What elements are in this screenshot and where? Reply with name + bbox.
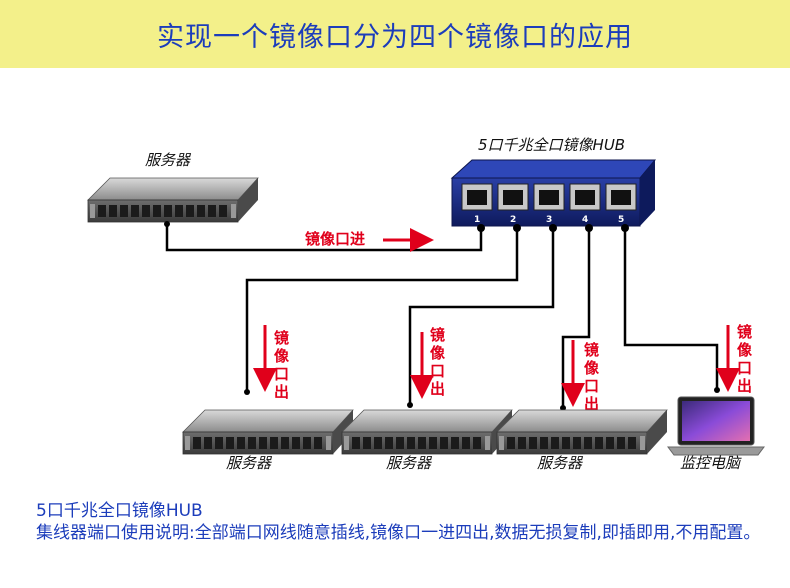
hub-port-number: 1	[474, 215, 480, 225]
target-server-3	[496, 409, 668, 455]
mirror-out-group-2: 镜 像 口 出	[410, 326, 446, 399]
mirror-out-char: 口	[274, 365, 289, 383]
hub-port-1[interactable]: 1	[461, 183, 493, 225]
mirror-out-char: 镜	[737, 323, 752, 341]
mirror-out-char: 出	[430, 380, 445, 398]
cable-out-2	[408, 226, 555, 403]
mirror-out-char: 像	[584, 359, 600, 377]
mirror-out-char: 像	[737, 341, 753, 359]
hub-port-4[interactable]: 4	[569, 183, 601, 225]
target-server-1	[182, 409, 354, 455]
mirror-out-group-3: 镜 像 口 出	[561, 340, 600, 413]
mirror-in-label: 镜像口进	[305, 230, 365, 248]
mirror-out-char: 镜	[274, 329, 289, 347]
page-title: 实现一个镜像口分为四个镜像口的应用	[157, 21, 633, 53]
hub-port-number: 2	[510, 215, 516, 225]
mirror-out-char: 出	[274, 383, 289, 401]
footer-notes: 5口千兆全口镜像HUB 集线器端口使用说明: 全部端口网线随意插线,镜像口一进四…	[36, 500, 776, 544]
hub-port-5[interactable]: 5	[605, 183, 637, 225]
mirror-out-char: 镜	[430, 326, 445, 344]
target-label-1: 服务器	[226, 454, 273, 472]
hub-port-2[interactable]: 2	[497, 183, 529, 225]
mirror-out-char: 口	[737, 359, 752, 377]
target-label-3: 服务器	[537, 454, 584, 472]
target-server-2	[341, 409, 513, 455]
mirror-hub: 1 2 3 4 5	[450, 159, 657, 227]
hub-port-3[interactable]: 3	[533, 183, 565, 225]
title-banner: 实现一个镜像口分为四个镜像口的应用	[0, 0, 790, 68]
mirror-out-char: 镜	[584, 341, 599, 359]
mirror-out-char: 像	[430, 344, 446, 362]
hub-label: 5口千兆全口镜像HUB	[478, 136, 625, 154]
hub-port-number: 5	[618, 215, 624, 225]
source-server	[87, 177, 259, 223]
mirror-out-char: 口	[430, 362, 445, 380]
mirror-out-group-4: 镜 像 口 出	[716, 323, 753, 395]
source-server-label: 服务器	[145, 151, 192, 169]
mirror-out-char: 出	[584, 395, 599, 413]
hub-port-number: 3	[546, 215, 552, 225]
mirror-out-char: 口	[584, 377, 599, 395]
cable-out-4	[623, 226, 719, 388]
mirror-out-group-1: 镜 像 口 出	[253, 325, 290, 401]
target-label-4: 监控电脑	[680, 454, 742, 472]
footer-usage-text: 全部端口网线随意插线,镜像口一进四出,数据无损复制,即插即用,不用配置。	[194, 523, 761, 543]
mirror-out-char: 出	[737, 377, 752, 395]
mirror-out-char: 像	[274, 347, 290, 365]
footer-product: 5口千兆全口镜像HUB	[36, 501, 203, 521]
hub-port-number: 4	[582, 215, 588, 225]
footer-usage: 集线器端口使用说明: 全部端口网线随意插线,镜像口一进四出,数据无损复制,即插即…	[36, 522, 776, 544]
cable-out-3	[561, 226, 591, 406]
target-label-2: 服务器	[386, 454, 433, 472]
footer-usage-prefix: 集线器端口使用说明:	[36, 523, 195, 543]
cables	[165, 222, 719, 406]
cable-out-1	[245, 226, 519, 390]
cable-in	[165, 222, 483, 252]
monitor-laptop	[667, 396, 765, 456]
